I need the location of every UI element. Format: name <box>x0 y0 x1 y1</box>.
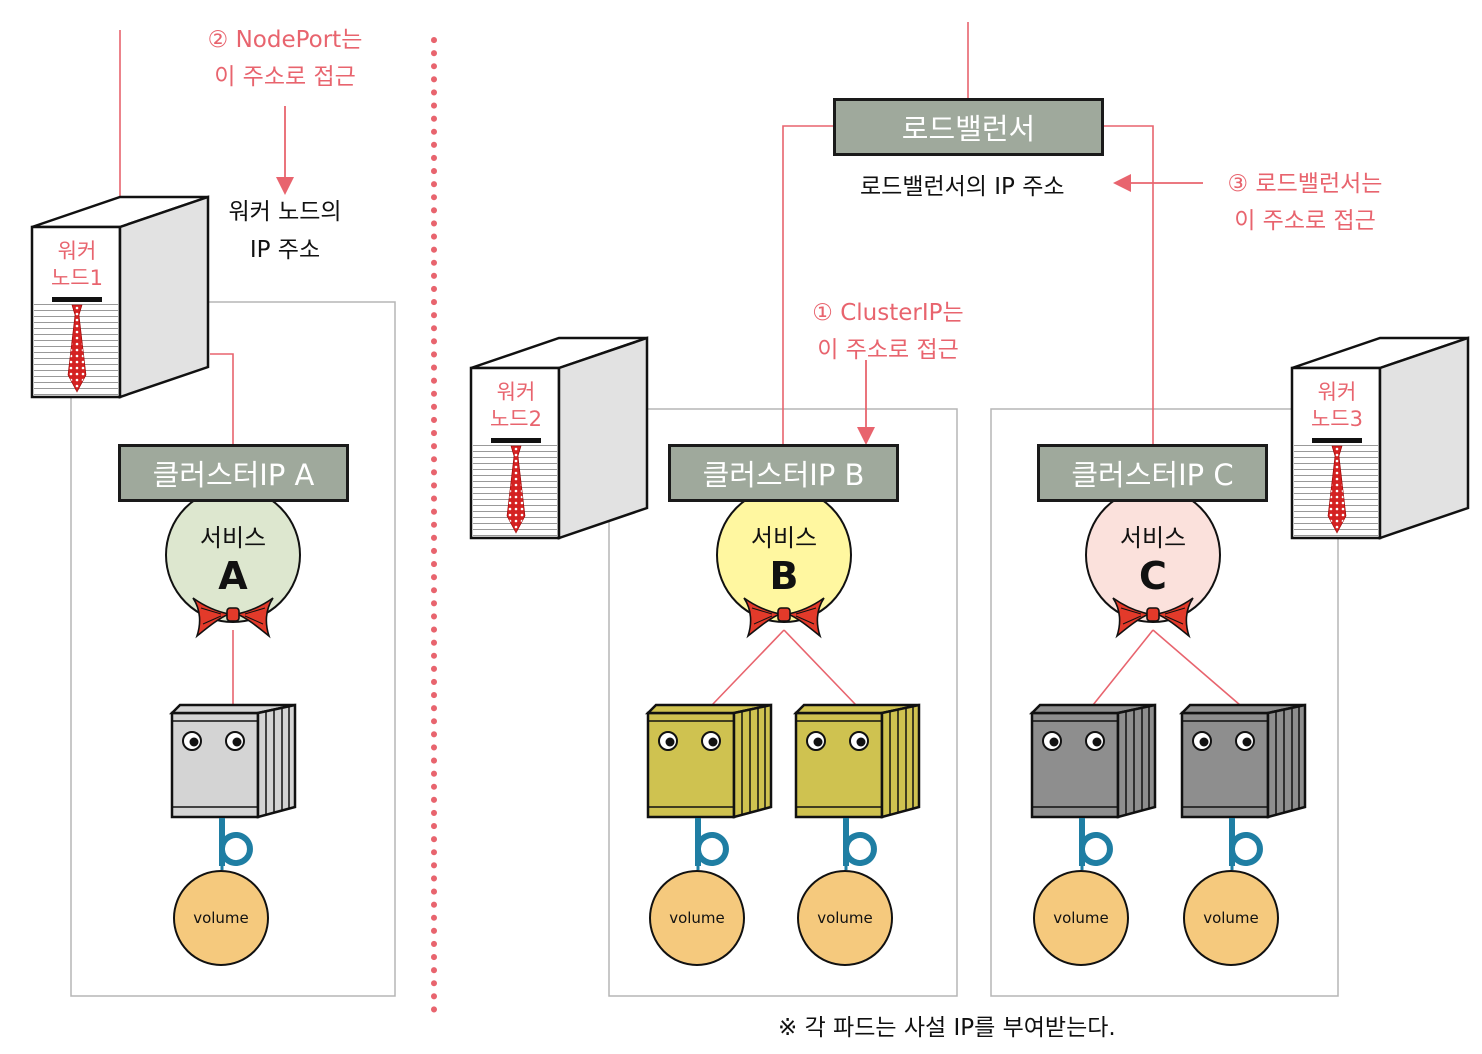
node1-boundary <box>70 301 396 997</box>
clusterip-line2: 이 주소로 접근 <box>817 337 959 363</box>
load-balancer-label: 로드밸런서 <box>901 112 1036 146</box>
volume-c1 <box>1033 870 1129 966</box>
clusterip-line1: ① ClusterIP는 <box>812 300 964 326</box>
cluster-ip-c-box: 클러스터IP C <box>1037 444 1268 502</box>
worker-ip-annotation: 워커 노드의 IP 주소 <box>200 193 370 269</box>
worker-node1-label: 워커 노드1 <box>35 238 119 292</box>
lb-access-line1: ③ 로드밸런서는 <box>1227 171 1383 197</box>
pod-b2 <box>792 701 921 820</box>
worker-node2-line2: 노드2 <box>489 407 542 431</box>
worker-node3-line2: 노드3 <box>1310 407 1363 431</box>
cluster-ip-a-label: 클러스터IP A <box>152 458 315 492</box>
node3-boundary <box>990 408 1339 997</box>
volume-a1-label: volume <box>193 909 249 927</box>
service-c-letter: C <box>1139 554 1167 598</box>
pod-c1 <box>1028 701 1157 820</box>
service-b-letter: B <box>769 554 799 598</box>
load-balancer-box: 로드밸런서 <box>833 98 1104 156</box>
nodeport-annotation: ② NodePort는 이 주소로 접근 <box>180 22 390 96</box>
volume-b1-label: volume <box>669 909 725 927</box>
cluster-ip-b-label: 클러스터IP B <box>702 458 865 492</box>
cluster-ip-a-box: 클러스터IP A <box>118 444 349 502</box>
connection-lines <box>119 22 1241 706</box>
lb-access-line2: 이 주소로 접근 <box>1234 208 1376 234</box>
pod-a1 <box>168 701 297 820</box>
worker-node2-label: 워커 노드2 <box>474 379 558 433</box>
worker-node3-label: 워커 노드3 <box>1295 379 1379 433</box>
volume-a1 <box>173 870 269 966</box>
worker-node2-server <box>469 336 649 540</box>
footnote: ※ 각 파드는 사설 IP를 부여받는다. <box>778 1015 1116 1041</box>
service-a-word: 서비스 <box>199 524 267 552</box>
worker-ip-line2: IP 주소 <box>249 237 321 263</box>
volume-c2-label: volume <box>1203 909 1259 927</box>
service-c-word: 서비스 <box>1119 524 1187 552</box>
nodeport-line1: ② NodePort는 <box>207 27 363 53</box>
worker-node1-server <box>30 195 210 399</box>
loadbalancer-ip-annotation: 로드밸런서의 IP 주소 <box>860 174 1065 200</box>
nodeport-line2: 이 주소로 접근 <box>214 64 356 90</box>
service-b-word: 서비스 <box>750 524 818 552</box>
volume-c1-label: volume <box>1053 909 1109 927</box>
pod-c2 <box>1178 701 1307 820</box>
loadbalancer-access-annotation: ③ 로드밸런서는 이 주소로 접근 <box>1200 166 1410 240</box>
worker-node3-server <box>1290 336 1470 540</box>
cluster-ip-b-box: 클러스터IP B <box>668 444 899 502</box>
worker-node1-line2: 노드1 <box>50 266 103 290</box>
volume-c2 <box>1183 870 1279 966</box>
worker-node2-line1: 워커 <box>496 380 536 404</box>
worker-ip-line1: 워커 노드의 <box>228 199 342 225</box>
volume-b1 <box>649 870 745 966</box>
cluster-ip-c-label: 클러스터IP C <box>1071 458 1234 492</box>
volume-b2-label: volume <box>817 909 873 927</box>
worker-node3-line1: 워커 <box>1317 380 1357 404</box>
service-a-letter: A <box>218 554 248 598</box>
pod-b1 <box>644 701 773 820</box>
volume-b2 <box>797 870 893 966</box>
worker-node1-line1: 워커 <box>57 239 97 263</box>
clusterip-annotation: ① ClusterIP는 이 주소로 접근 <box>778 295 998 369</box>
